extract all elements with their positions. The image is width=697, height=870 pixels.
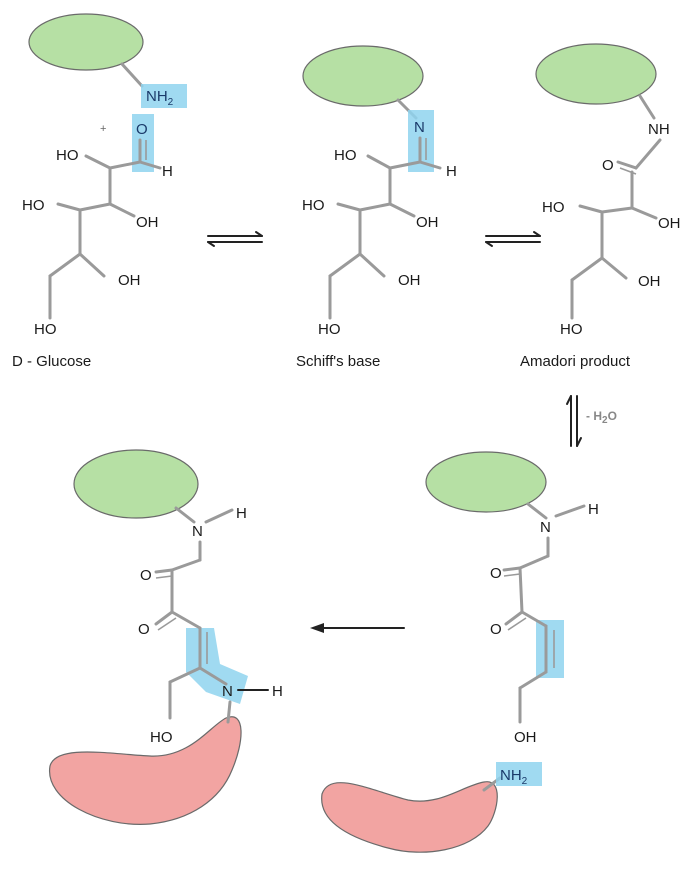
amadori-panel: NH O OH HO OH HO Amadori product: [520, 43, 681, 370]
protein-green-1: [28, 13, 144, 71]
protein-red-1: [49, 716, 242, 825]
dicarbonyl-n-h: H: [588, 501, 599, 518]
protein-green-4: [425, 451, 547, 513]
imine-h: H: [446, 163, 457, 180]
schiff-oh-c3: OH: [416, 214, 439, 231]
dicarbonyl-oh: OH: [514, 729, 537, 746]
nh2-group-1: NH2: [146, 88, 174, 108]
equilibrium-arrow-1: [207, 231, 263, 247]
amadori-o: O: [602, 157, 614, 174]
ho-c4: HO: [22, 197, 45, 214]
equilibrium-arrow-vertical: [566, 395, 582, 447]
protein-green-5: [73, 449, 199, 519]
imine-n: N: [414, 119, 425, 136]
schiff-oh-c5: OH: [398, 272, 421, 289]
crosslink-ho: HO: [150, 729, 173, 746]
aldehyde-o: O: [136, 121, 148, 138]
crosslink-n-bottom-h: H: [272, 683, 283, 700]
aldehyde-h: H: [162, 163, 173, 180]
ho-c6: HO: [34, 321, 57, 338]
crosslink-n-top: N: [192, 523, 203, 540]
imine-enamine-highlight: [186, 628, 248, 704]
water-loss-label: - H2O: [586, 409, 617, 426]
nh2-highlight-2: [496, 762, 542, 786]
protein-green-2: [302, 45, 424, 107]
amadori-ho-c6: HO: [560, 321, 583, 338]
oh-c3: OH: [136, 214, 159, 231]
schiff-base-panel: N H HO OH HO OH HO Schiff's base: [296, 45, 457, 370]
protein-red-2: [321, 781, 498, 853]
nh2-group-2: NH2: [500, 767, 528, 787]
aldehyde-highlight: [132, 114, 154, 172]
amadori-oh-c3: OH: [658, 215, 681, 232]
plus-sign: +: [100, 123, 106, 135]
equilibrium-arrow-2: [485, 231, 541, 247]
enol-highlight: [536, 620, 564, 678]
amadori-nh: NH: [648, 121, 670, 138]
protein-green-3: [535, 43, 657, 105]
amadori-oh-c5: OH: [638, 273, 661, 290]
label-d-glucose: D - Glucose: [12, 353, 91, 370]
dicarbonyl-n: N: [540, 519, 551, 536]
nh2-highlight-1: [141, 84, 187, 108]
label-amadori-product: Amadori product: [520, 353, 631, 370]
reaction-arrow: [310, 623, 405, 633]
schiff-ho-c2: HO: [334, 147, 357, 164]
schiff-ho-c6: HO: [318, 321, 341, 338]
dicarbonyl-o1: O: [490, 565, 502, 582]
dicarbonyl-panel: N H O O OH NH2: [321, 451, 599, 853]
crosslink-panel: N H O O N H HO: [49, 449, 283, 825]
oh-c5: OH: [118, 272, 141, 289]
crosslink-o2: O: [138, 621, 150, 638]
ho-c2: HO: [56, 147, 79, 164]
crosslink-n-top-h: H: [236, 505, 247, 522]
glucose-panel: NH2 + O H HO OH HO OH HO D - Glucose: [12, 13, 187, 370]
dicarbonyl-o2: O: [490, 621, 502, 638]
crosslink-o1: O: [140, 567, 152, 584]
schiff-ho-c4: HO: [302, 197, 325, 214]
amadori-ho-c4: HO: [542, 199, 565, 216]
label-schiff-base: Schiff's base: [296, 353, 380, 370]
crosslink-n-bottom: N: [222, 683, 233, 700]
